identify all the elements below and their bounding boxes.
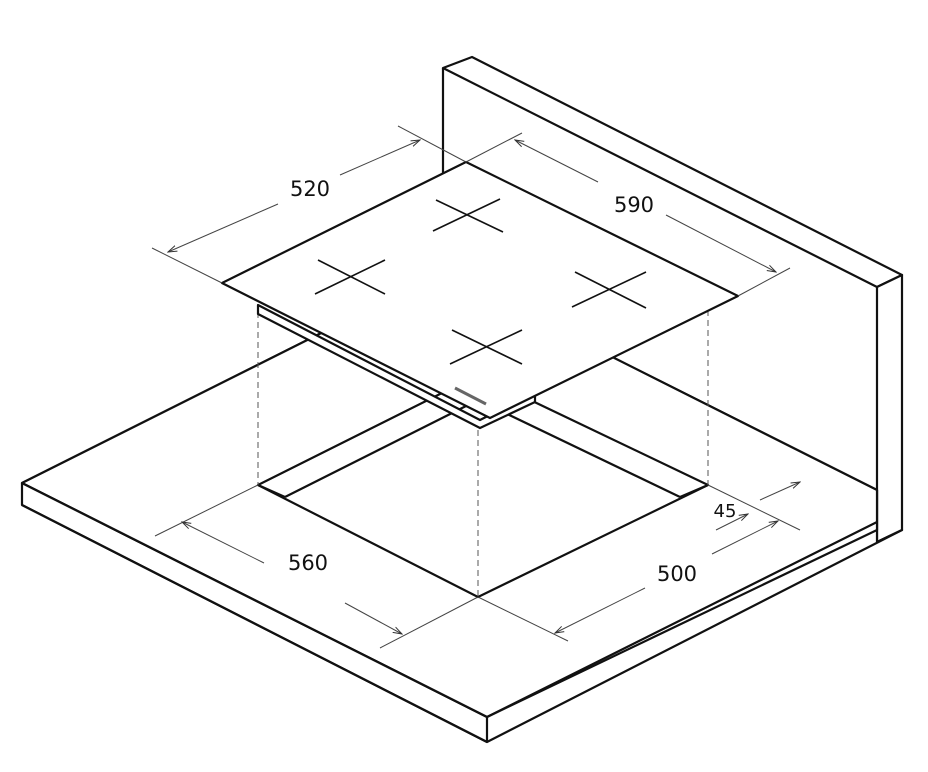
hob-depth-label: 520 xyxy=(290,177,330,201)
cooking-zone xyxy=(571,271,647,309)
hob xyxy=(220,160,740,430)
projection-lines xyxy=(257,310,709,597)
cooking-zone xyxy=(314,259,386,295)
dimension-hob-depth: 520 xyxy=(151,125,467,284)
cutout-depth-label: 500 xyxy=(657,562,697,586)
edge-clearance-label: 45 xyxy=(714,501,737,522)
dimension-cutout-depth: 500 xyxy=(477,484,801,642)
dimension-edge-clearance: 45 xyxy=(714,482,800,531)
cooking-zone xyxy=(449,329,523,365)
brand-logo xyxy=(454,386,487,406)
cooking-zone xyxy=(432,198,504,233)
dimension-cutout-width: 560 xyxy=(154,484,479,649)
dimension-hob-width: 590 xyxy=(465,132,791,297)
hob-width-label: 590 xyxy=(614,193,654,217)
cutout-width-label: 560 xyxy=(288,551,328,575)
